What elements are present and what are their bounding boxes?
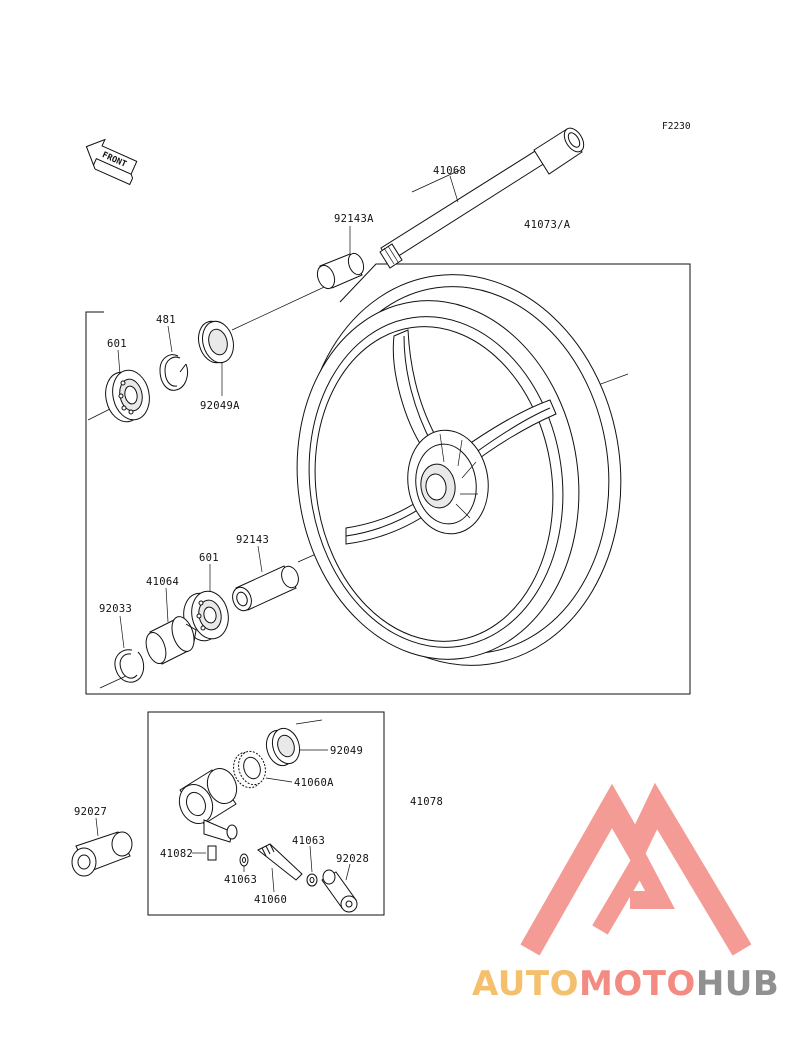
label-bearing-lower: 601 (199, 552, 219, 564)
axis-line-axle (411, 169, 461, 193)
label-circlip: 481 (156, 314, 176, 326)
label-axle: 41068 (433, 165, 466, 177)
label-collar: 92143 (236, 534, 269, 546)
label-bearing-upper: 601 (107, 338, 127, 350)
watermark-text: AUTOMOTOHUB (472, 964, 779, 1004)
axis-line-upper (231, 281, 336, 331)
seal-b-part (265, 727, 301, 767)
gear-housing-part (145, 616, 197, 665)
frame-code: F2230 (662, 121, 691, 132)
label-gear-ring: 41060A (294, 777, 334, 789)
pin-part (207, 845, 217, 861)
label-seal-a: 92049A (200, 400, 240, 412)
wheel-rim (296, 274, 622, 666)
collar-a-part (316, 252, 365, 290)
axis-line-snapring (99, 675, 127, 689)
label-pin: 41082 (160, 848, 193, 860)
label-washer-right: 41063 (292, 835, 325, 847)
label-bushing: 92028 (336, 853, 369, 865)
bushing-part (321, 869, 358, 913)
watermark-part-hub: HUB (696, 964, 779, 1004)
label-seal-b: 92049 (330, 745, 363, 757)
washer-right-part (306, 873, 318, 887)
bearing-lower-part (183, 590, 229, 642)
collar-part (232, 565, 299, 612)
label-meter-gear-assy: 41078 (410, 796, 443, 808)
label-washer-left: 41063 (224, 874, 257, 886)
label-collar-a: 92143A (334, 213, 374, 225)
axis-line-seal (295, 719, 323, 725)
collar-b-part (71, 831, 133, 877)
meter-gear-housing-part (178, 768, 238, 843)
axis-line-left (87, 407, 113, 421)
meter-gear-box (147, 711, 385, 916)
wheel-group-box (85, 263, 691, 695)
bearing-upper-part (105, 369, 150, 423)
autmotohub-logo-icon (520, 782, 752, 956)
label-snap-ring: 92033 (99, 603, 132, 615)
label-wheel-assy: 41073/A (524, 219, 571, 231)
watermark-part-moto: MOTO (579, 964, 696, 1004)
gear-ring-part (233, 750, 266, 789)
axle-part (379, 127, 585, 269)
label-gear-housing: 41064 (146, 576, 179, 588)
snap-ring-part (114, 649, 145, 683)
seal-a-part (198, 320, 234, 364)
label-pinion: 41060 (254, 894, 287, 906)
circlip-part (159, 354, 189, 391)
watermark-part-auto: AUTO (472, 964, 579, 1004)
label-collar-b: 92027 (74, 806, 107, 818)
pinion-part (257, 843, 303, 893)
